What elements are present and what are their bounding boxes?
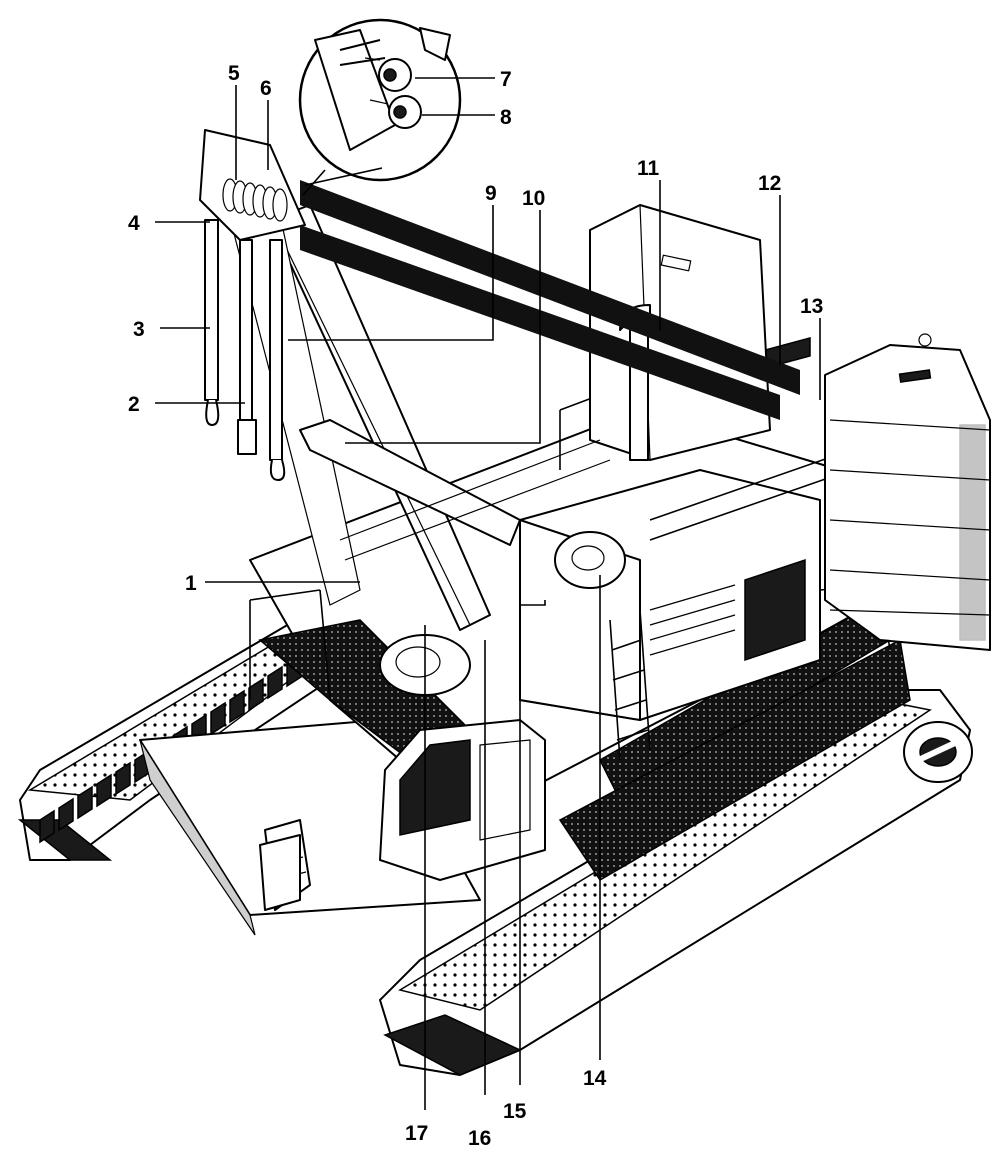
callout-11: 11 bbox=[637, 157, 660, 180]
callout-15: 15 bbox=[503, 1100, 527, 1123]
callout-17: 17 bbox=[405, 1122, 428, 1145]
track-shoe bbox=[229, 689, 245, 724]
counterweight-side bbox=[824, 333, 991, 651]
callout-8: 8 bbox=[500, 106, 512, 129]
callout-10: 10 bbox=[522, 187, 545, 210]
callout-1: 1 bbox=[185, 572, 197, 595]
track-shoe bbox=[267, 665, 283, 700]
right-crawler-track bbox=[379, 689, 973, 1076]
callout-6: 6 bbox=[260, 77, 272, 100]
boom-head bbox=[199, 129, 306, 241]
detail-inset bbox=[298, 18, 462, 196]
track-shoe bbox=[39, 809, 55, 844]
hook-blocks bbox=[204, 219, 286, 481]
callout-5: 5 bbox=[228, 62, 240, 85]
callout-9: 9 bbox=[485, 182, 497, 205]
callout-7: 7 bbox=[500, 68, 512, 91]
track-shoe bbox=[77, 785, 93, 820]
track-shoe bbox=[58, 797, 74, 832]
leader-lines bbox=[155, 77, 821, 1110]
track-shoe bbox=[248, 677, 264, 712]
sheave-icon bbox=[272, 188, 288, 222]
track-shoe bbox=[210, 701, 226, 736]
callout-3: 3 bbox=[133, 318, 145, 341]
callout-13: 13 bbox=[800, 295, 823, 318]
track-shoe bbox=[96, 773, 112, 808]
callout-16: 16 bbox=[468, 1127, 491, 1150]
track-shoe bbox=[115, 761, 131, 796]
callout-12: 12 bbox=[758, 172, 781, 195]
callout-labels: 1 2 3 4 5 6 7 8 9 10 11 12 13 14 15 16 1… bbox=[128, 62, 823, 1150]
callout-4: 4 bbox=[128, 212, 140, 235]
callout-2: 2 bbox=[128, 393, 140, 416]
callout-14: 14 bbox=[583, 1067, 607, 1090]
